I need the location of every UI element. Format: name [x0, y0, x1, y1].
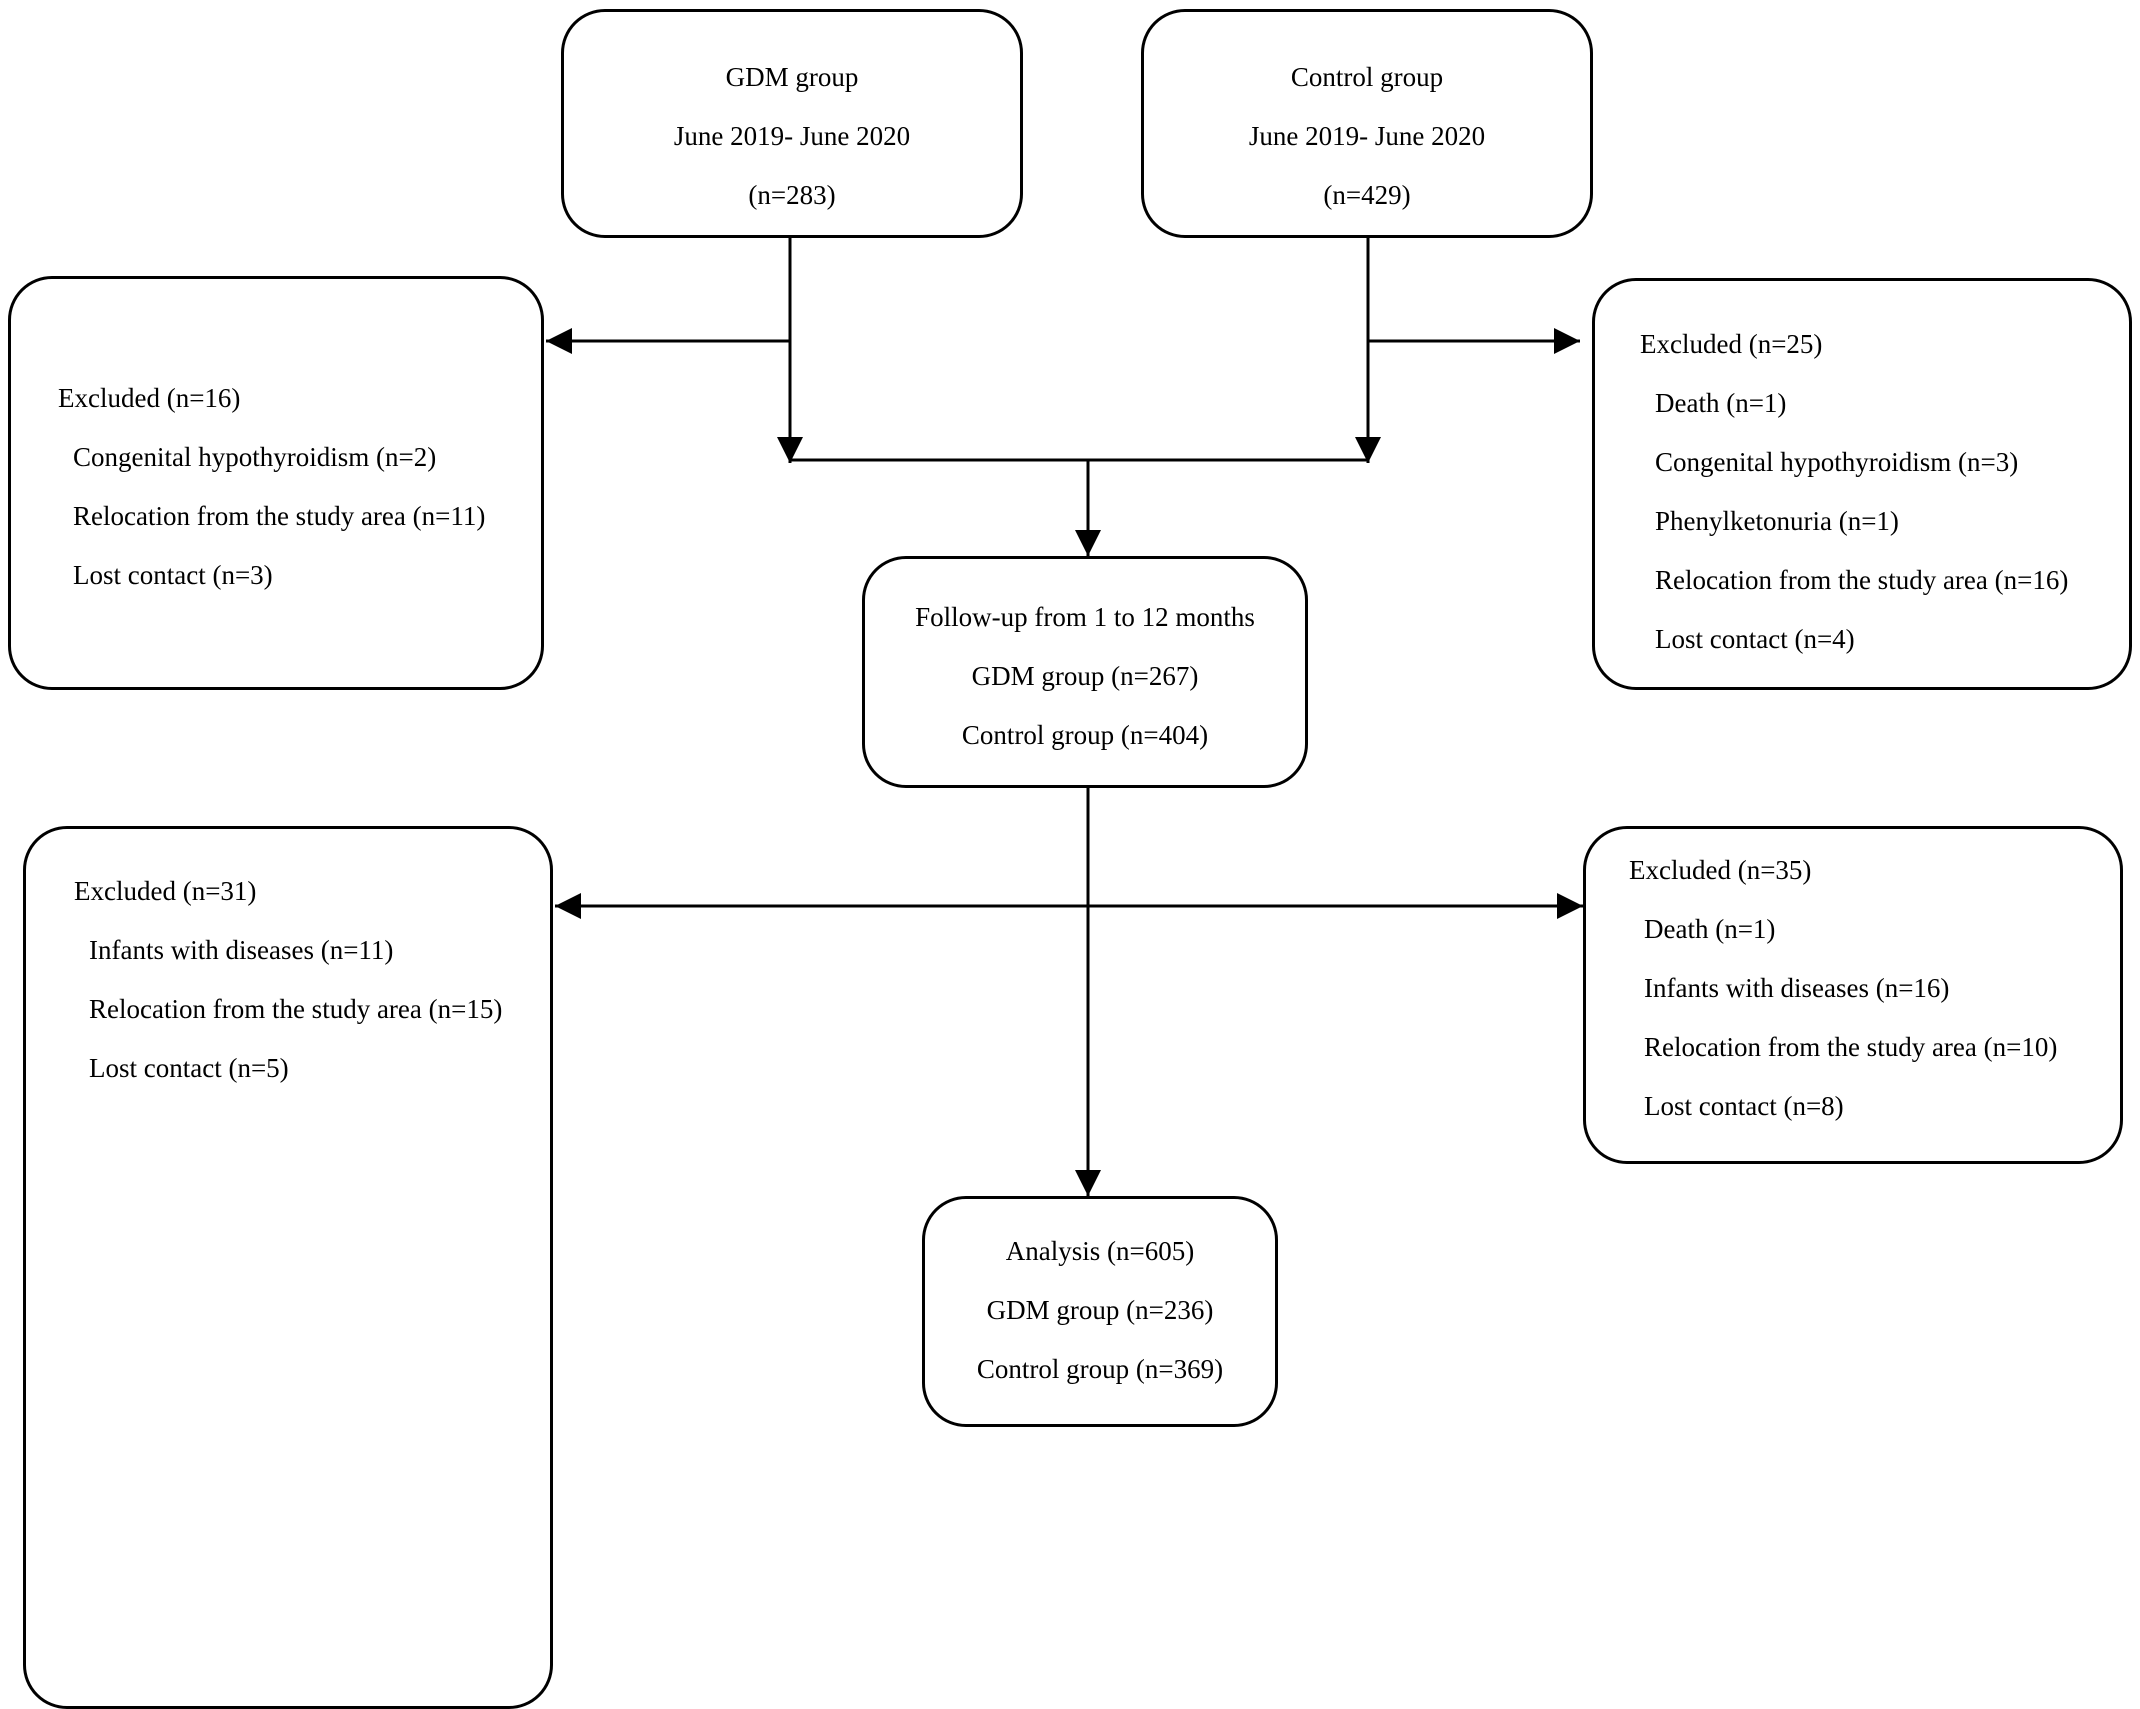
control-group-title: Control group: [1290, 62, 1444, 92]
analysis-title: Analysis (n=605): [1005, 1236, 1195, 1266]
excluded-gdm-enrollment-item: Lost contact (n=3): [73, 560, 273, 590]
excluded-control-enrollment-item: Phenylketonuria (n=1): [1655, 506, 1899, 536]
followup-box: Follow-up from 1 to 12 months GDM group …: [862, 556, 1308, 788]
analysis-gdm: GDM group (n=236): [986, 1295, 1214, 1325]
excluded-control-followup-heading: Excluded (n=35): [1629, 855, 1812, 885]
excluded-control-enrollment-item: Congenital hypothyroidism (n=3): [1655, 447, 2019, 477]
excluded-gdm-followup-item: Lost contact (n=5): [89, 1053, 289, 1083]
control-group-box: Control group June 2019- June 2020 (n=42…: [1141, 9, 1593, 238]
analysis-box: Analysis (n=605) GDM group (n=236) Contr…: [922, 1196, 1278, 1427]
excluded-gdm-enrollment-content: Excluded (n=16) Congenital hypothyroidis…: [8, 276, 544, 690]
excluded-control-enrollment-heading: Excluded (n=25): [1640, 329, 1823, 359]
excluded-control-followup-item: Relocation from the study area (n=10): [1644, 1032, 2058, 1062]
excluded-control-followup-item: Death (n=1): [1644, 914, 1776, 944]
control-group-period: June 2019- June 2020: [1248, 121, 1486, 151]
analysis-control: Control group (n=369): [976, 1354, 1224, 1384]
excluded-gdm-followup-item: Relocation from the study area (n=15): [89, 994, 503, 1024]
excluded-control-enrollment-box: Excluded (n=25) Death (n=1) Congenital h…: [1592, 278, 2132, 690]
followup-title: Follow-up from 1 to 12 months: [915, 602, 1255, 632]
gdm-group-title: GDM group: [725, 62, 859, 92]
excluded-gdm-followup-heading: Excluded (n=31): [74, 876, 257, 906]
followup-control: Control group (n=404): [961, 720, 1209, 750]
control-group-count: (n=429): [1323, 180, 1411, 210]
excluded-control-followup-box: Excluded (n=35) Death (n=1) Infants with…: [1583, 826, 2123, 1164]
excluded-gdm-followup-content: Excluded (n=31) Infants with diseases (n…: [23, 826, 553, 1164]
excluded-gdm-enrollment-heading: Excluded (n=16): [58, 383, 241, 413]
excluded-control-followup-item: Infants with diseases (n=16): [1644, 973, 1950, 1003]
excluded-gdm-enrollment-item: Congenital hypothyroidism (n=2): [73, 442, 437, 472]
connector-arrows: [546, 236, 1583, 1196]
excluded-control-enrollment-item: Death (n=1): [1655, 388, 1787, 418]
gdm-group-box: GDM group June 2019- June 2020 (n=283): [561, 9, 1023, 238]
excluded-gdm-followup-item: Infants with diseases (n=11): [89, 935, 394, 965]
excluded-gdm-enrollment-item: Relocation from the study area (n=11): [73, 501, 486, 531]
excluded-control-enrollment-item: Relocation from the study area (n=16): [1655, 565, 2069, 595]
followup-gdm: GDM group (n=267): [971, 661, 1199, 691]
gdm-group-count: (n=283): [748, 180, 836, 210]
excluded-control-followup-item: Lost contact (n=8): [1644, 1091, 1844, 1121]
excluded-gdm-enrollment-box: [8, 276, 544, 690]
excluded-control-enrollment-item: Lost contact (n=4): [1655, 624, 1855, 654]
gdm-group-period: June 2019- June 2020: [673, 121, 911, 151]
